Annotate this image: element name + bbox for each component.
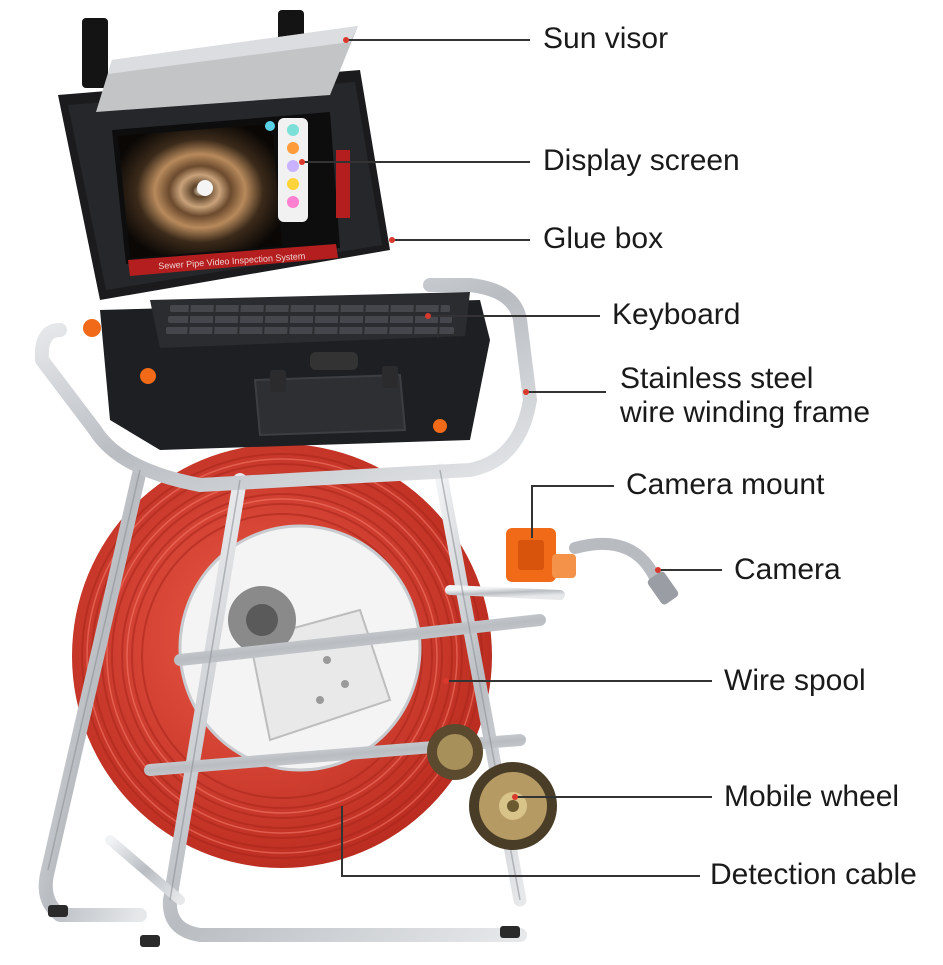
label-frame: Stainless steel wire winding frame — [620, 362, 870, 430]
label-glue-box: Glue box — [543, 222, 664, 255]
leader-camera-mount — [531, 485, 614, 538]
label-frame-line2: wire winding frame — [620, 396, 871, 429]
frame-feet — [48, 905, 520, 947]
keyboard — [150, 292, 470, 348]
label-sun-visor: Sun visor — [543, 22, 669, 55]
label-frame-line1: Stainless steel — [620, 362, 814, 395]
display-screen — [112, 112, 350, 264]
label-wire-spool: Wire spool — [724, 664, 866, 697]
camera — [569, 537, 679, 605]
leader-lines — [299, 37, 722, 877]
label-detection-cable: Detection cable — [710, 858, 917, 891]
camera-mount — [506, 528, 576, 582]
label-camera-mount: Camera mount — [626, 468, 825, 501]
label-mobile-wheel: Mobile wheel — [724, 780, 900, 813]
label-display-screen: Display screen — [543, 144, 740, 177]
leader-detection-cable — [341, 806, 700, 877]
label-keyboard: Keyboard — [612, 298, 741, 331]
sun-visor — [96, 26, 358, 112]
label-camera: Camera — [734, 553, 841, 586]
mobile-wheel — [427, 724, 557, 850]
